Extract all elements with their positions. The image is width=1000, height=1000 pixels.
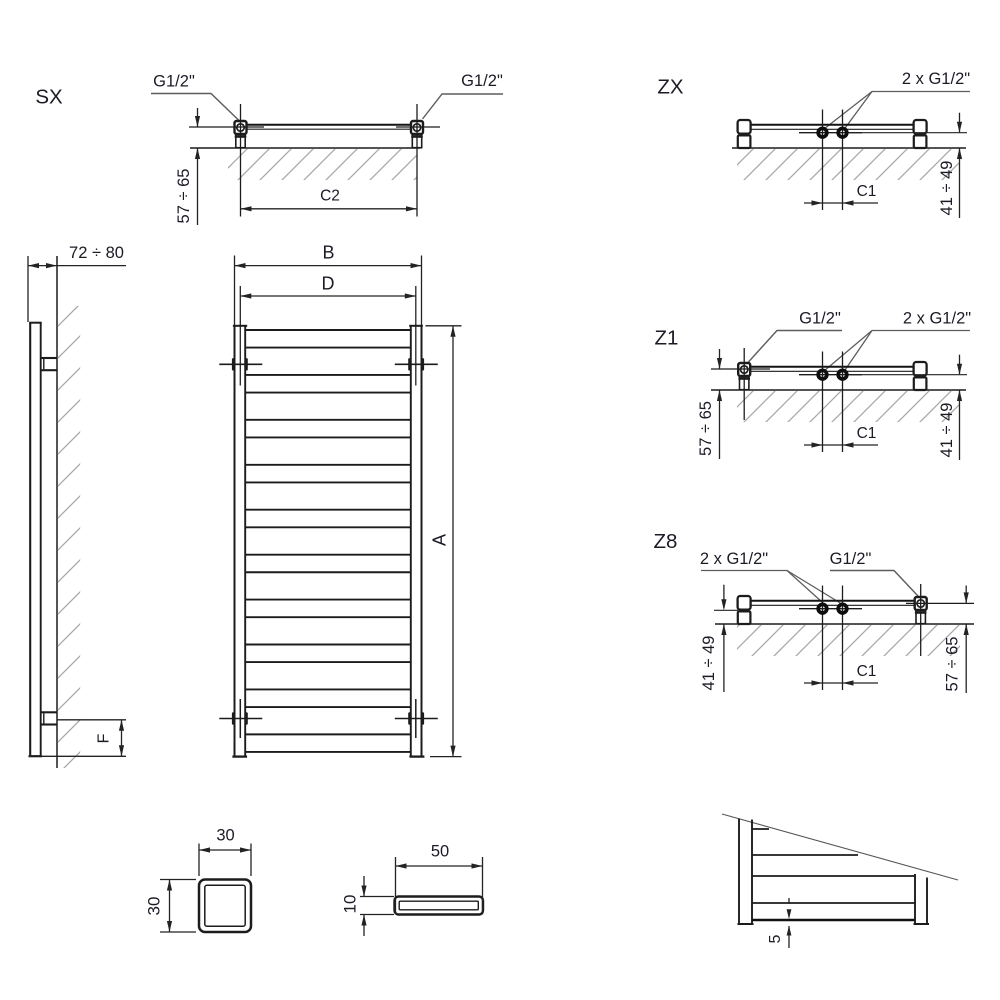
svg-text:G1/2": G1/2" (461, 72, 503, 90)
svg-text:41 ÷ 49: 41 ÷ 49 (938, 403, 956, 458)
svg-text:50: 50 (431, 843, 449, 861)
svg-text:2 x G1/2": 2 x G1/2" (903, 310, 971, 328)
svg-text:30: 30 (216, 827, 234, 845)
svg-text:41 ÷ 49: 41 ÷ 49 (938, 161, 956, 216)
svg-text:C1: C1 (857, 425, 877, 442)
svg-text:SX: SX (35, 86, 63, 109)
svg-text:C1: C1 (857, 183, 877, 200)
svg-text:D: D (322, 274, 335, 294)
svg-text:72 ÷ 80: 72 ÷ 80 (69, 244, 124, 262)
svg-text:Z8: Z8 (654, 530, 678, 553)
svg-text:F: F (96, 733, 113, 743)
svg-text:C2: C2 (320, 188, 340, 205)
svg-text:57 ÷ 65: 57 ÷ 65 (697, 401, 715, 456)
svg-text:G1/2": G1/2" (153, 73, 195, 91)
svg-text:Z1: Z1 (655, 327, 679, 350)
svg-text:2 x G1/2": 2 x G1/2" (700, 550, 768, 568)
svg-text:B: B (322, 243, 334, 263)
svg-text:G1/2": G1/2" (830, 550, 872, 568)
svg-text:C1: C1 (857, 663, 877, 680)
svg-text:30: 30 (145, 897, 164, 916)
svg-text:57 ÷ 65: 57 ÷ 65 (944, 637, 962, 692)
svg-text:A: A (430, 534, 450, 546)
svg-text:5: 5 (767, 934, 784, 943)
svg-text:41 ÷ 49: 41 ÷ 49 (700, 636, 718, 691)
svg-text:2 x G1/2": 2 x G1/2" (902, 70, 970, 88)
svg-text:57 ÷ 65: 57 ÷ 65 (175, 169, 193, 224)
svg-text:G1/2": G1/2" (799, 310, 841, 328)
svg-text:10: 10 (341, 895, 360, 914)
svg-text:ZX: ZX (657, 76, 684, 99)
